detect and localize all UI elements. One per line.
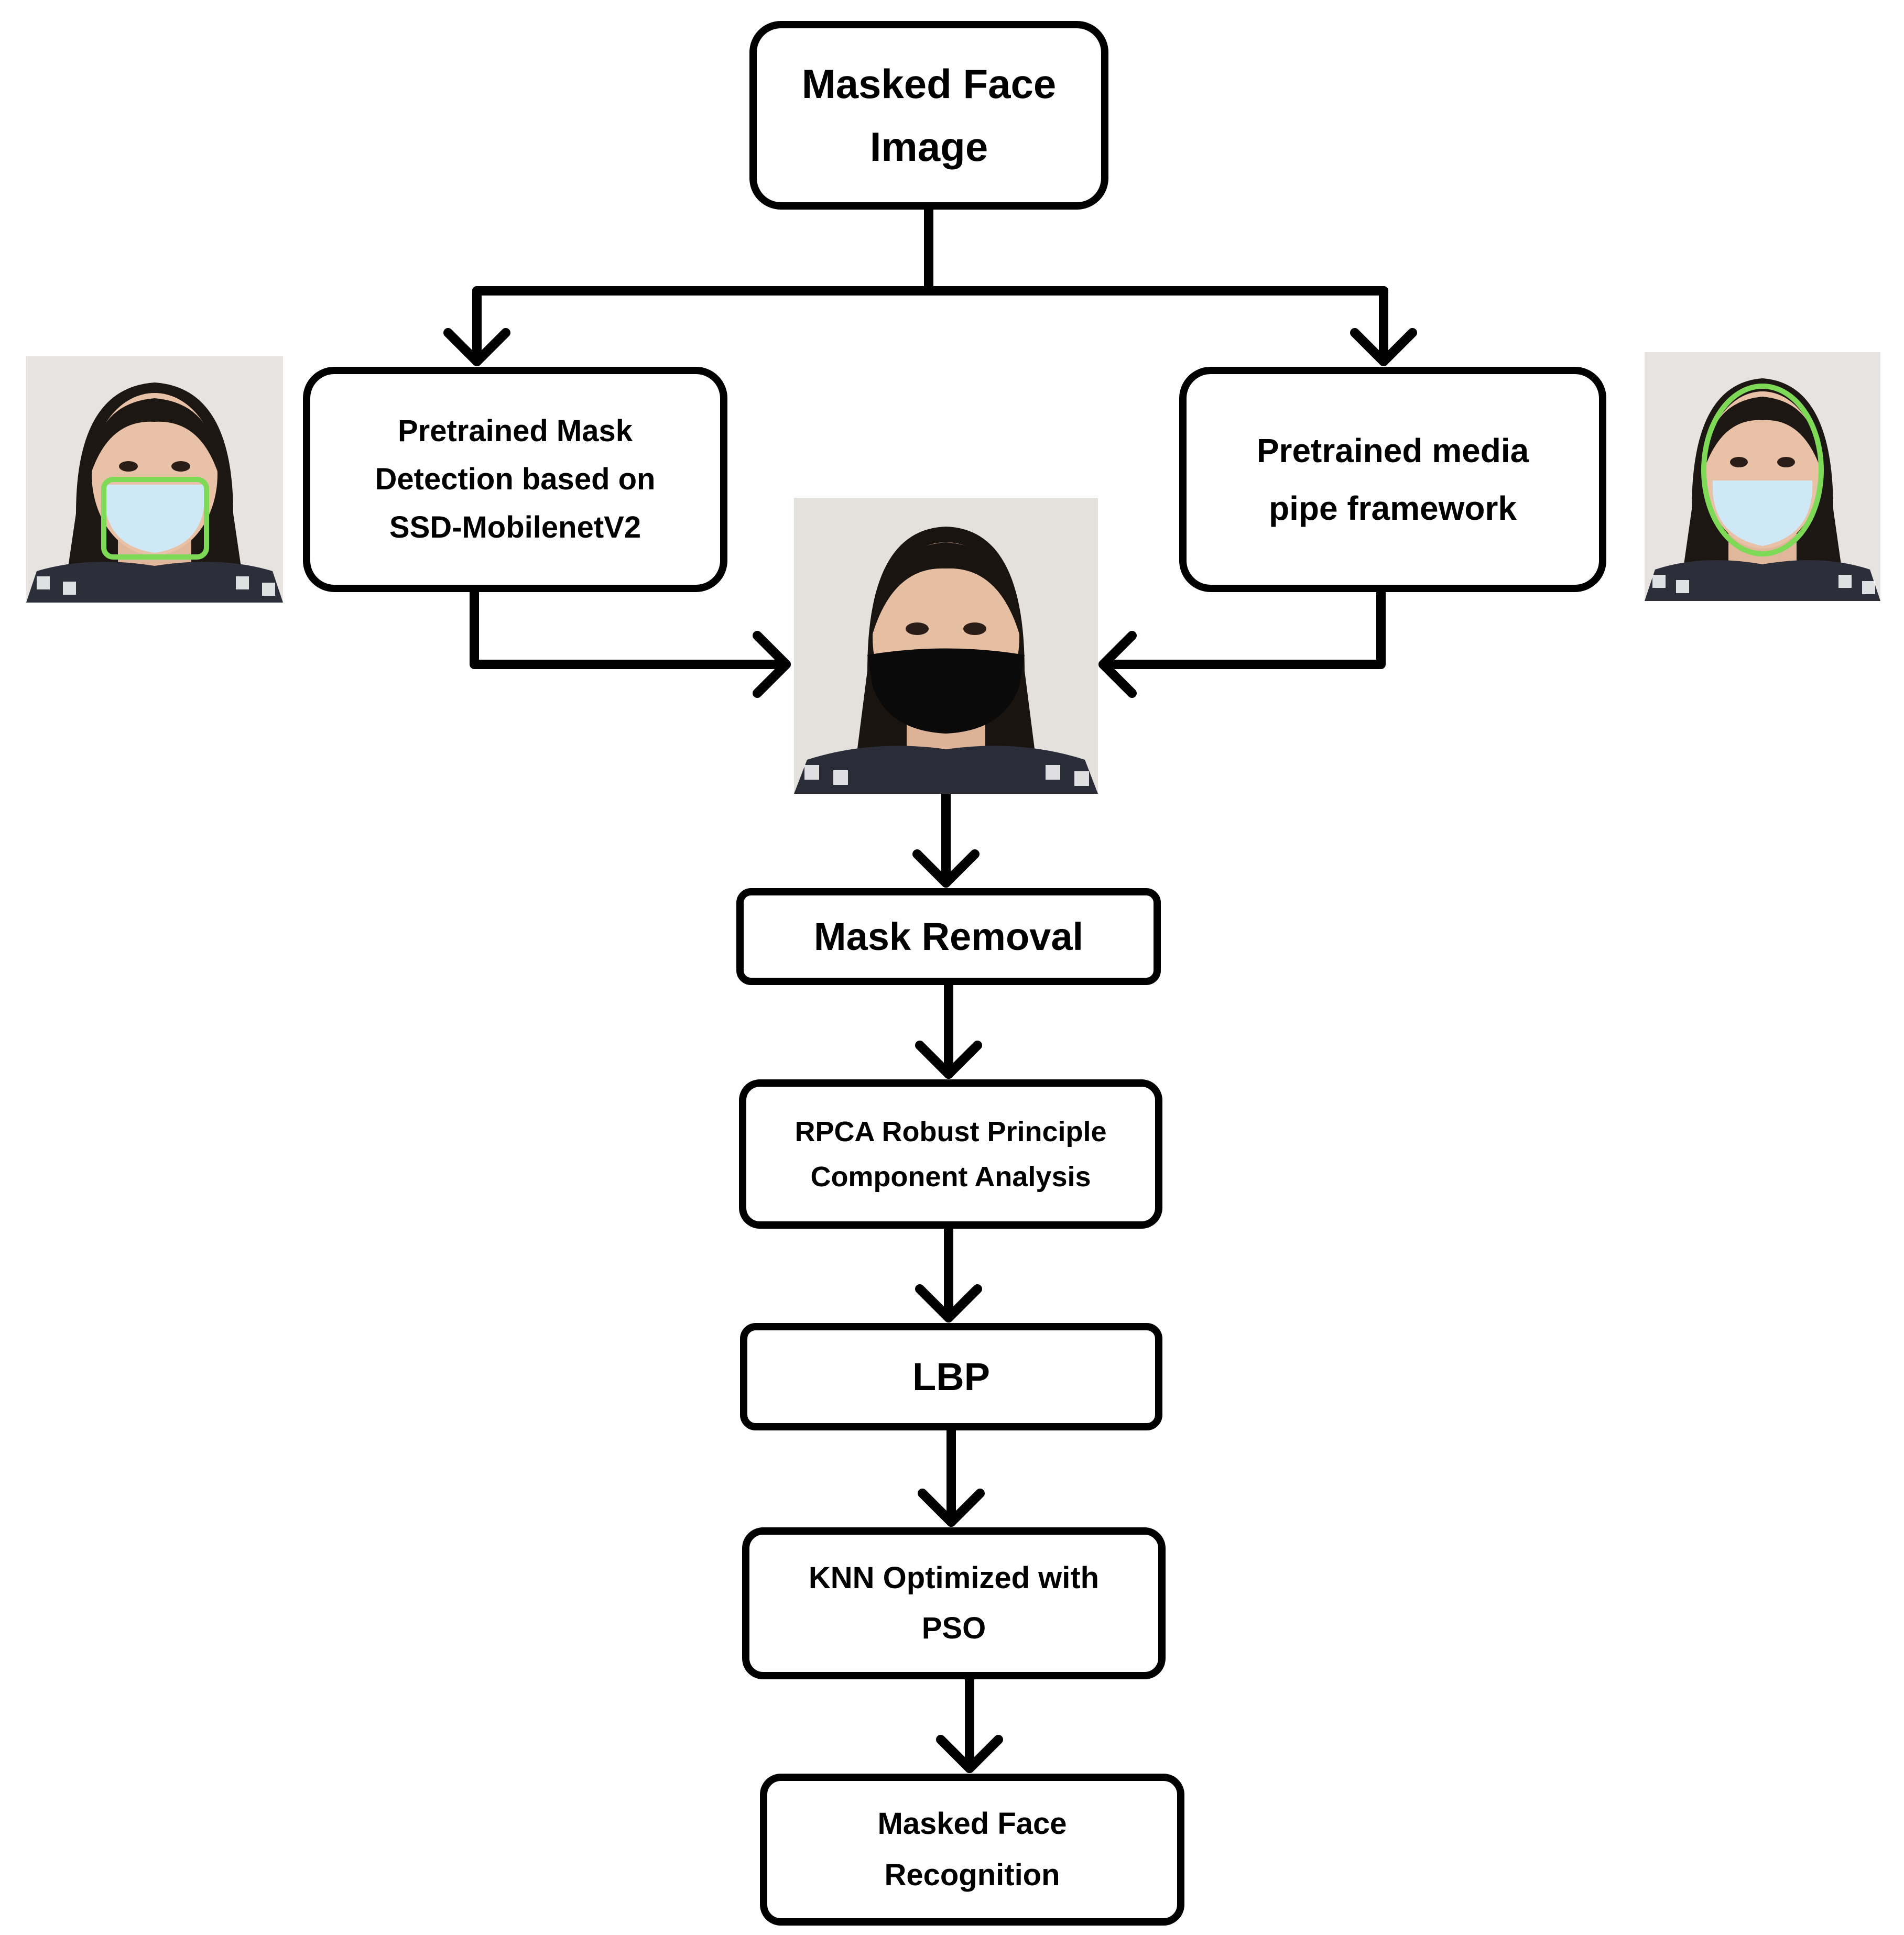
node-mask-detection: Pretrained Mask Detection based on SSD-M… (303, 367, 727, 592)
node-masked-face-recognition: Masked Face Recognition (760, 1774, 1184, 1926)
connector-lbp-to-knn-arrowhead (918, 1489, 985, 1527)
node-masked-face-image-label: Masked Face Image (801, 61, 1057, 170)
node-rpca-label: RPCA Robust Principle Component Analysis (795, 1116, 1107, 1193)
connector-photo-to-mask-removal-arrowhead (912, 849, 980, 888)
arrowhead-photo-left (753, 631, 791, 698)
node-rpca: RPCA Robust Principle Component Analysis (739, 1079, 1162, 1229)
connector-detection-to-photo (470, 587, 791, 669)
node-lbp-label: LBP (912, 1354, 990, 1398)
node-masked-face-recognition-label: Masked Face Recognition (877, 1807, 1067, 1892)
node-knn-pso: KNN Optimized with PSO (742, 1527, 1166, 1679)
node-mask-detection-label: Pretrained Mask Detection based on SSD-M… (375, 414, 656, 544)
photo-masked-face-center (794, 498, 1098, 794)
photo-mediapipe-example (1645, 352, 1880, 601)
connector-mediapipe-to-photo (1098, 587, 1386, 669)
arrowhead-photo-right (1098, 631, 1137, 698)
arrowhead-mask-detection (443, 328, 510, 366)
node-knn-pso-label: KNN Optimized with PSO (808, 1561, 1100, 1645)
node-mediapipe: Pretrained media pipe framework (1179, 367, 1606, 592)
photo-mask-detection-example (26, 356, 283, 603)
node-mediapipe-label: Pretrained media pipe framework (1256, 432, 1529, 527)
face-illustration-left (26, 356, 283, 603)
node-mask-removal-label: Mask Removal (813, 914, 1084, 958)
connector-knn-to-recognition-arrowhead (936, 1735, 1003, 1773)
arrowhead-mediapipe (1350, 328, 1417, 366)
face-illustration-center (794, 498, 1098, 794)
face-illustration-right (1645, 352, 1880, 601)
connector-rpca-to-lbp-arrowhead (915, 1284, 982, 1322)
connector-mask-removal-to-rpca-arrowhead (915, 1041, 982, 1079)
node-masked-face-image: Masked Face Image (749, 21, 1108, 210)
node-mask-removal: Mask Removal (736, 888, 1161, 985)
node-lbp: LBP (740, 1323, 1162, 1430)
